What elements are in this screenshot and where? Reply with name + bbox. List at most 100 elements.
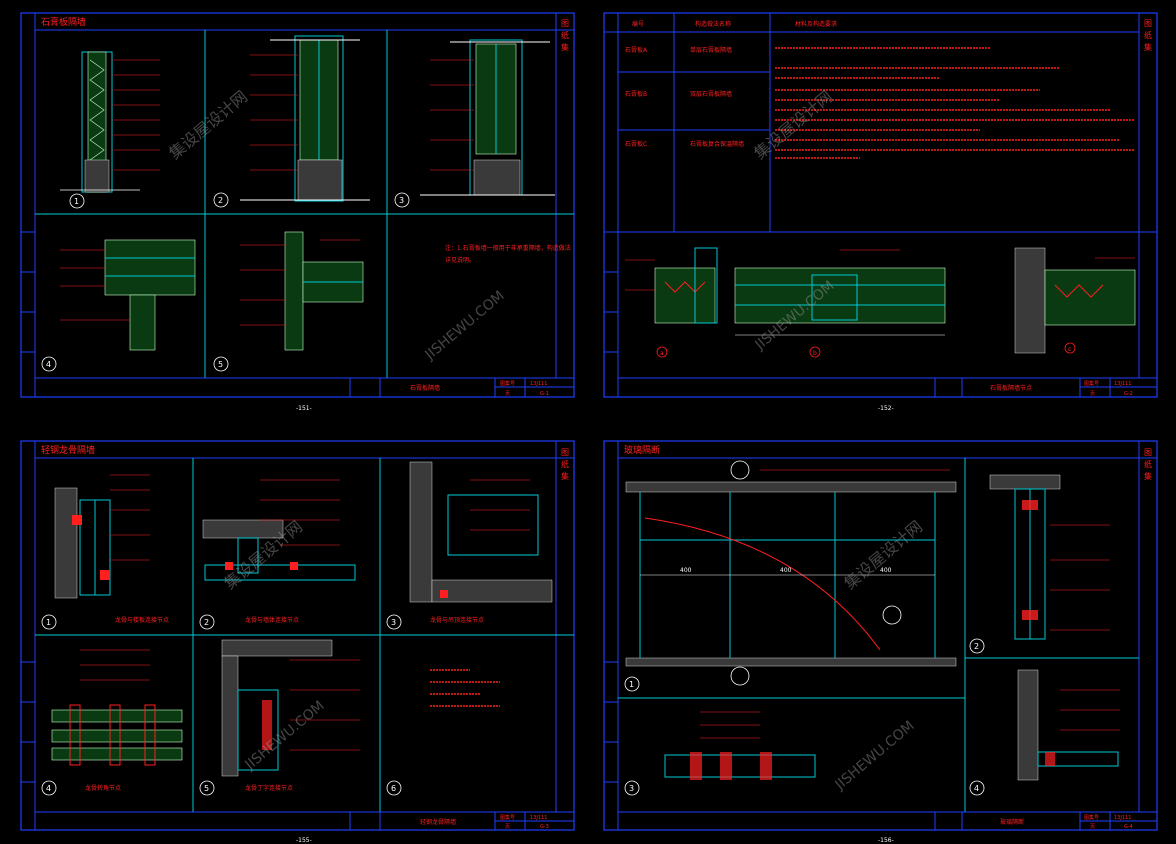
detail-number: 2 — [974, 642, 979, 651]
svg-text:13J111: 13J111 — [1114, 381, 1131, 387]
title-block: 玻璃隔断 图集号 13J111 页 G-4 — [934, 812, 1157, 830]
specification-text — [775, 47, 1135, 159]
detail-4: 4 龙骨转角节点 — [41, 649, 183, 796]
svg-text:集: 集 — [1144, 42, 1152, 52]
page-number: -151- — [296, 405, 312, 412]
detail-6: 6 — [386, 669, 500, 796]
sheet-bottom-right: 玻璃隔断 图 纸 集 400 400 400 — [603, 440, 1158, 844]
svg-text:纸: 纸 — [1144, 30, 1152, 40]
detail-2: 2 龙骨与墙体连接节点 — [199, 479, 356, 630]
detail-5-plan: 5 — [213, 231, 364, 372]
svg-text:图集号: 图集号 — [500, 380, 515, 387]
svg-text:图集号: 图集号 — [1084, 814, 1099, 821]
svg-text:G-3: G-3 — [540, 824, 549, 830]
detail-c-wall-junction: c — [1014, 247, 1136, 354]
detail-caption: 龙骨与吊顶连接节点 — [430, 616, 484, 624]
sheet-header-title: 石膏板隔墙 — [41, 16, 86, 28]
svg-text:图集号: 图集号 — [500, 814, 515, 821]
svg-text:集: 集 — [1144, 471, 1152, 481]
title-block: 轻钢龙骨隔墙 图集号 13J111 页 G-3 — [349, 812, 574, 830]
side-tab: 图 纸 集 — [561, 19, 569, 52]
detail-4-plan: 4 — [41, 239, 196, 372]
svg-text:图: 图 — [561, 19, 569, 28]
svg-text:13J111: 13J111 — [530, 381, 547, 387]
detail-number: 5 — [204, 784, 209, 793]
svg-text:石膏板隔墙节点: 石膏板隔墙节点 — [990, 384, 1032, 392]
sheet-header-title: 玻璃隔断 — [624, 444, 660, 456]
svg-text:轻钢龙骨隔墙: 轻钢龙骨隔墙 — [420, 818, 456, 826]
svg-text:13J111: 13J111 — [1114, 815, 1131, 821]
detail-5: 5 龙骨丁字连接节点 — [199, 639, 360, 796]
table-cell: 双层石膏板隔墙 — [690, 90, 732, 98]
side-tab: 图 纸 集 — [1144, 19, 1152, 52]
detail-number: 3 — [391, 618, 396, 627]
svg-text:集: 集 — [561, 471, 569, 481]
sheet-header-title: 轻钢龙骨隔墙 — [41, 444, 95, 456]
table-cell: 石膏板B — [625, 90, 647, 98]
detail-a-corner: a — [625, 247, 718, 358]
svg-text:图: 图 — [561, 448, 569, 457]
svg-text:图集号: 图集号 — [1084, 380, 1099, 387]
detail-3-wall-section: 3 — [394, 39, 555, 208]
detail-number: 1 — [629, 680, 634, 689]
detail-2-section: 2 — [969, 474, 1110, 654]
detail-number: 2 — [204, 618, 209, 627]
side-tab: 图 纸 集 — [1144, 448, 1152, 481]
page-number: -155- — [296, 837, 312, 844]
svg-text:纸: 纸 — [561, 30, 569, 40]
detail-1-wall-section: 1 — [60, 51, 160, 209]
svg-text:玻璃隔断: 玻璃隔断 — [1000, 818, 1024, 826]
side-tab: 图 纸 集 — [561, 448, 569, 481]
detail-1-elevation: 400 400 400 1 — [624, 460, 957, 692]
detail-label: c — [1068, 346, 1071, 353]
detail-3-plan: 3 — [624, 711, 816, 796]
detail-number: 2 — [218, 196, 223, 205]
svg-text:集: 集 — [561, 42, 569, 52]
dimension-label: 400 — [780, 567, 792, 574]
dimension-label: 400 — [880, 567, 892, 574]
sheet-bottom-left: 轻钢龙骨隔墙 图 纸 集 1 龙骨与楼板连接节点 — [20, 440, 575, 844]
sheet-top-right: 编号 构造做法名称 材料及构造要求 石膏板A 单层石膏板隔墙 石膏板B 双层石膏… — [603, 12, 1158, 412]
detail-number: 1 — [46, 618, 51, 627]
title-block: 石膏板隔墙节点 图集号 13J111 页 G-2 — [618, 377, 1157, 397]
page-number: -156- — [878, 837, 894, 844]
table-cell: 石膏板复合保温隔墙 — [690, 140, 744, 148]
svg-text:G-2: G-2 — [1124, 391, 1133, 397]
title-block: 石膏板隔墙 图集号 13J111 页 G-1 — [349, 378, 574, 397]
svg-text:石膏板隔墙: 石膏板隔墙 — [410, 384, 440, 392]
page-number: -152- — [878, 405, 894, 412]
detail-caption: 龙骨转角节点 — [85, 784, 121, 792]
detail-number: 6 — [391, 784, 396, 793]
detail-number: 4 — [46, 360, 51, 369]
table-cell: 石膏板A — [625, 46, 648, 54]
detail-4-corner: 4 — [969, 669, 1120, 796]
detail-1: 1 龙骨与楼板连接节点 — [41, 474, 169, 630]
detail-label: b — [813, 350, 817, 357]
detail-number: 3 — [629, 784, 634, 793]
detail-caption: 龙骨与墙体连接节点 — [245, 616, 299, 624]
table-header: 材料及构造要求 — [795, 20, 837, 28]
svg-text:纸: 纸 — [561, 459, 569, 469]
svg-text:G-1: G-1 — [540, 391, 549, 397]
detail-2-wall-section: 2 — [213, 35, 370, 208]
dimension-label: 400 — [680, 567, 692, 574]
svg-text:图: 图 — [1144, 19, 1152, 28]
sheet-top-left: 石膏板隔墙 图 纸 集 — [20, 12, 575, 412]
svg-text:页: 页 — [1090, 824, 1095, 830]
sheet-note: 详见说明。 — [445, 256, 475, 264]
svg-text:13J111: 13J111 — [530, 815, 547, 821]
detail-number: 5 — [218, 360, 223, 369]
detail-number: 1 — [74, 197, 79, 206]
detail-number: 4 — [46, 784, 51, 793]
detail-3: 3 龙骨与吊顶连接节点 — [386, 461, 553, 630]
sheet-note: 注：1.石膏板墙一般用于非承重隔墙，构造做法 — [445, 244, 571, 252]
detail-caption: 龙骨与楼板连接节点 — [115, 616, 169, 624]
table-cell: 石膏板C — [625, 140, 647, 148]
detail-label: a — [660, 350, 664, 357]
svg-text:图: 图 — [1144, 448, 1152, 457]
svg-text:页: 页 — [505, 824, 510, 830]
table-header: 构造做法名称 — [695, 20, 731, 28]
detail-caption: 龙骨丁字连接节点 — [245, 784, 293, 792]
table-cell: 单层石膏板隔墙 — [690, 46, 732, 54]
